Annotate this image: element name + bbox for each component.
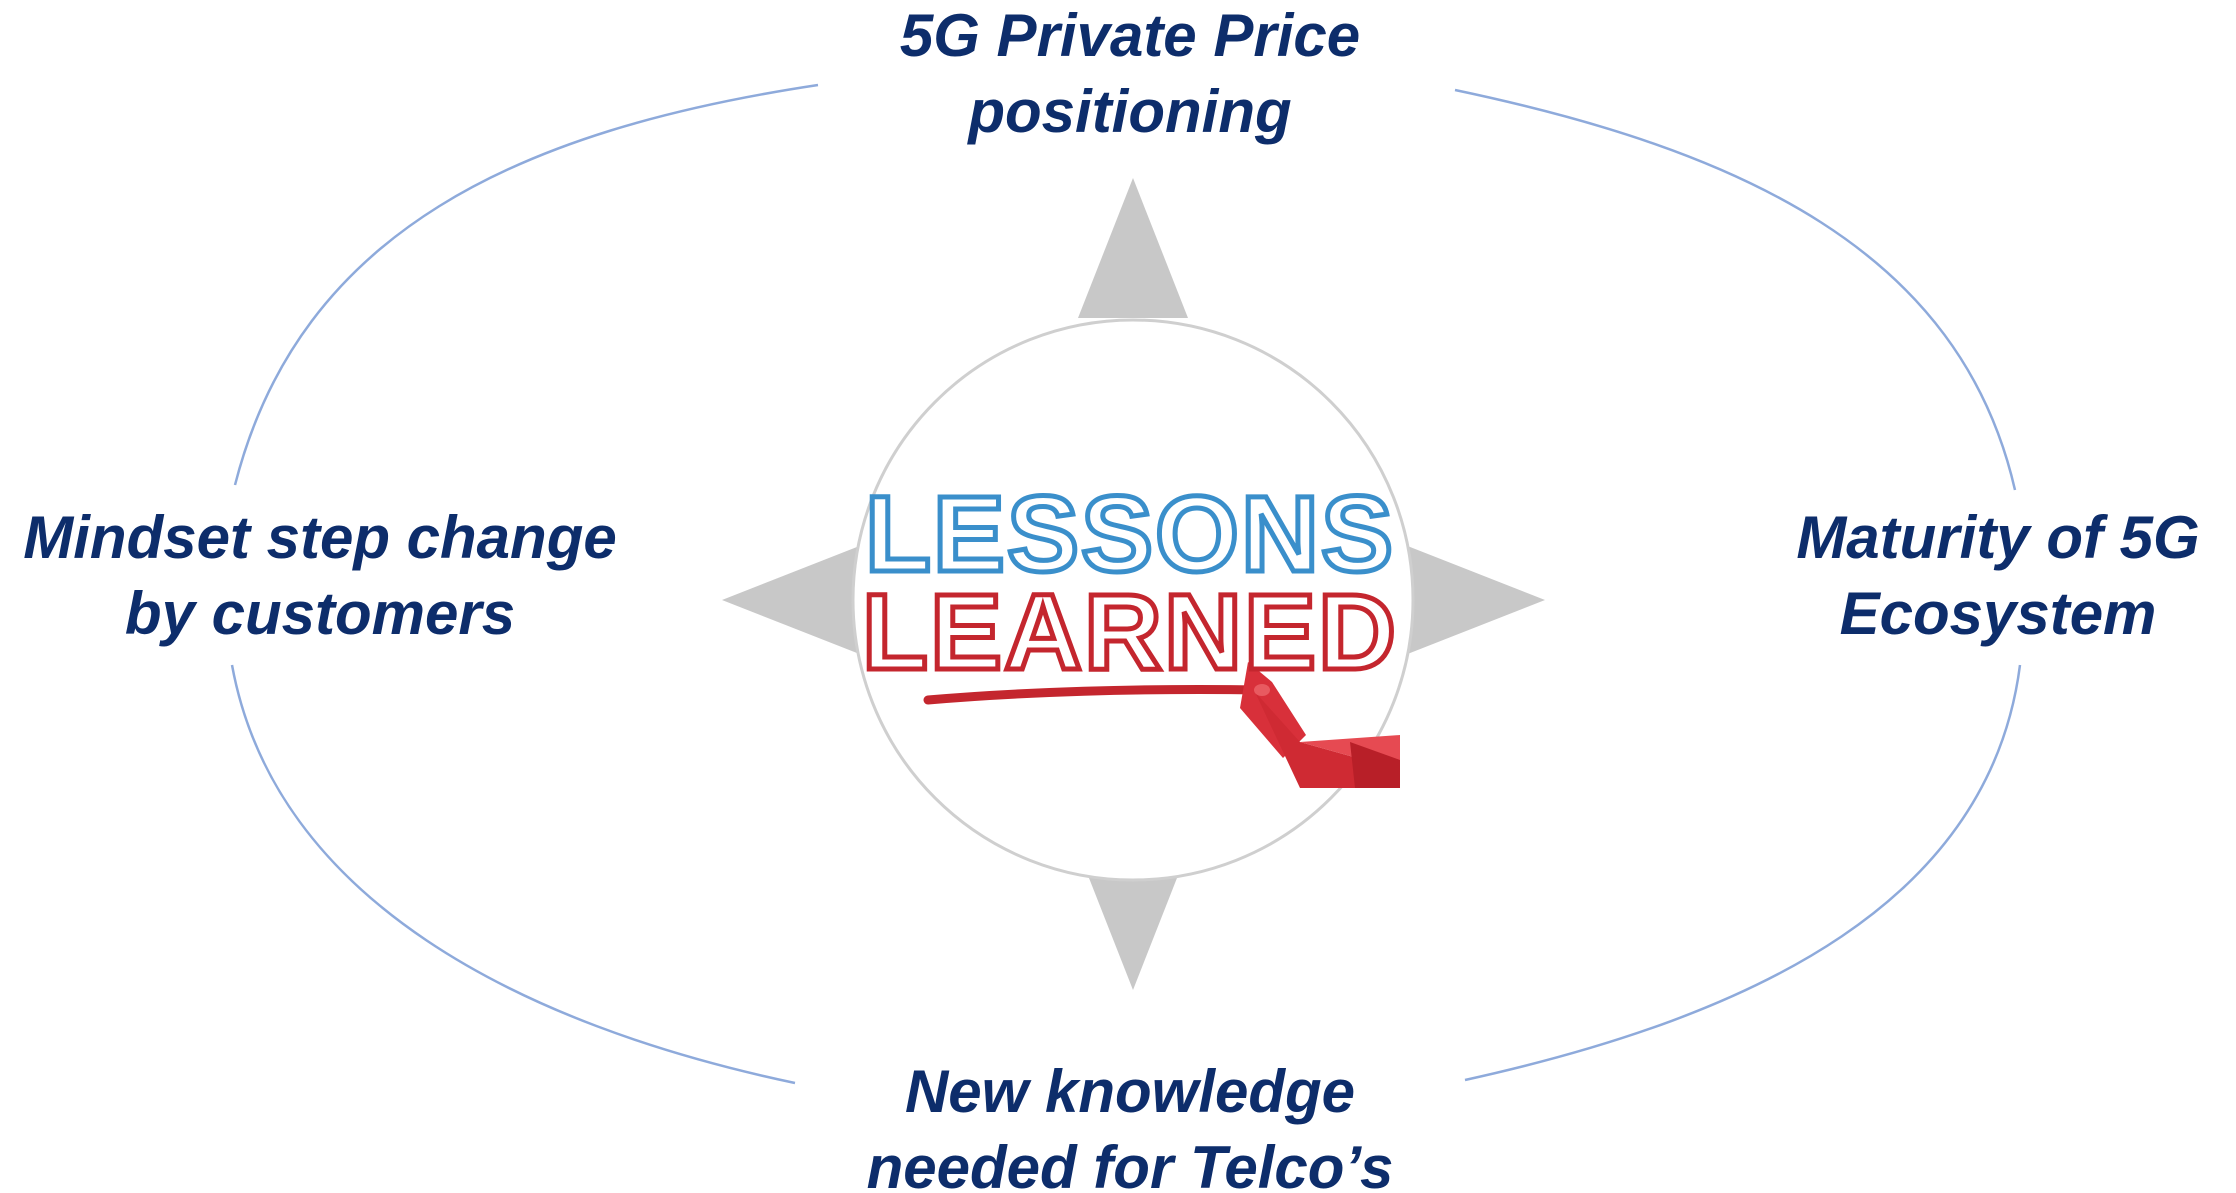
arrow-up	[1078, 178, 1188, 318]
ellipse-arc-bottom-left	[230, 664, 796, 1085]
label-left-line-2: by customers	[124, 580, 516, 647]
arrow-right	[1405, 545, 1545, 655]
label-right-line-2: Ecosystem	[1839, 580, 2157, 647]
label-left-line-1: Mindset step change	[23, 504, 617, 571]
label-mindset-change: Mindset step change by customers	[0, 500, 640, 652]
label-bottom-line-2: needed for Telco’s	[866, 1134, 1394, 1193]
label-top-line-1: 5G Private Price	[899, 2, 1361, 69]
label-top-line-2: positioning	[968, 78, 1292, 145]
red-marker-icon	[1240, 662, 1400, 788]
arrow-left	[722, 545, 862, 655]
ellipse-arc-bottom-right	[1464, 664, 2022, 1082]
label-price-positioning: 5G Private Price positioning	[780, 0, 1480, 150]
label-ecosystem-maturity: Maturity of 5G Ecosystem	[1760, 500, 2236, 652]
label-right-line-1: Maturity of 5G	[1796, 504, 2200, 571]
label-bottom-line-1: New knowledge	[904, 1058, 1356, 1125]
label-new-knowledge: New knowledge needed for Telco’s	[780, 1054, 1480, 1193]
ellipse-arc-top-left	[233, 83, 819, 486]
marker-underline	[923, 684, 1267, 705]
center-image-learned-text: LEARNED	[859, 571, 1399, 692]
ellipse-arc-top-right	[1454, 88, 2017, 491]
arrow-down	[1078, 850, 1188, 990]
center-image-lessons-text: LESSONS	[862, 473, 1396, 594]
